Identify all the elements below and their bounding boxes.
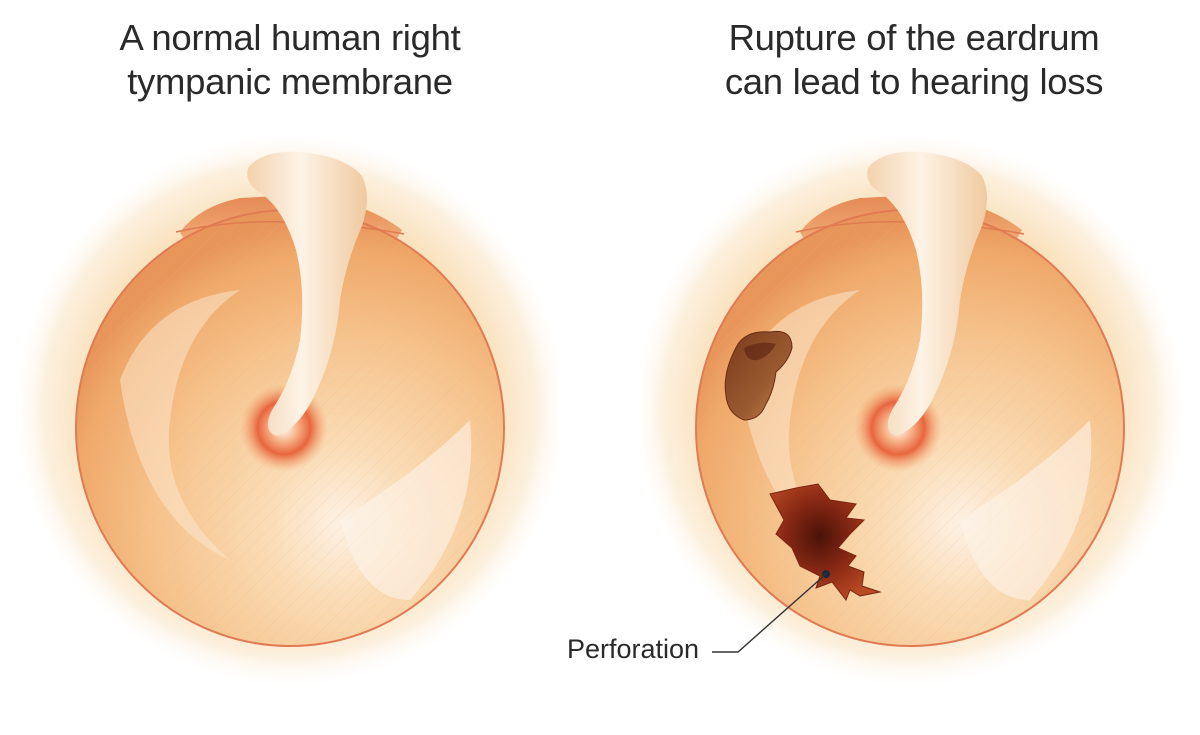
left-membrane-shading — [120, 290, 240, 560]
perforation-leader-line — [712, 573, 827, 653]
right-eardrum — [630, 130, 1190, 690]
right-title-line-2: can lead to hearing loss — [724, 61, 1104, 102]
right-malleus — [867, 151, 987, 437]
left-title: A normal human right tympanic membrane — [30, 16, 550, 104]
right-title: Rupture of the eardrum can lead to heari… — [654, 16, 1174, 104]
small-perforation — [724, 330, 793, 421]
left-title-line-2: tympanic membrane — [127, 61, 453, 102]
right-title-line-1: Rupture of the eardrum — [728, 17, 1100, 58]
small-perforation-shadow — [744, 342, 776, 361]
left-eardrum — [10, 130, 570, 690]
large-perforation — [769, 483, 882, 601]
right-cone-of-light — [960, 420, 1092, 600]
perforation-label: Perforation — [567, 634, 700, 664]
left-cone-of-light — [340, 420, 472, 600]
left-malleus — [247, 151, 367, 437]
left-title-line-1: A normal human right — [119, 17, 461, 58]
